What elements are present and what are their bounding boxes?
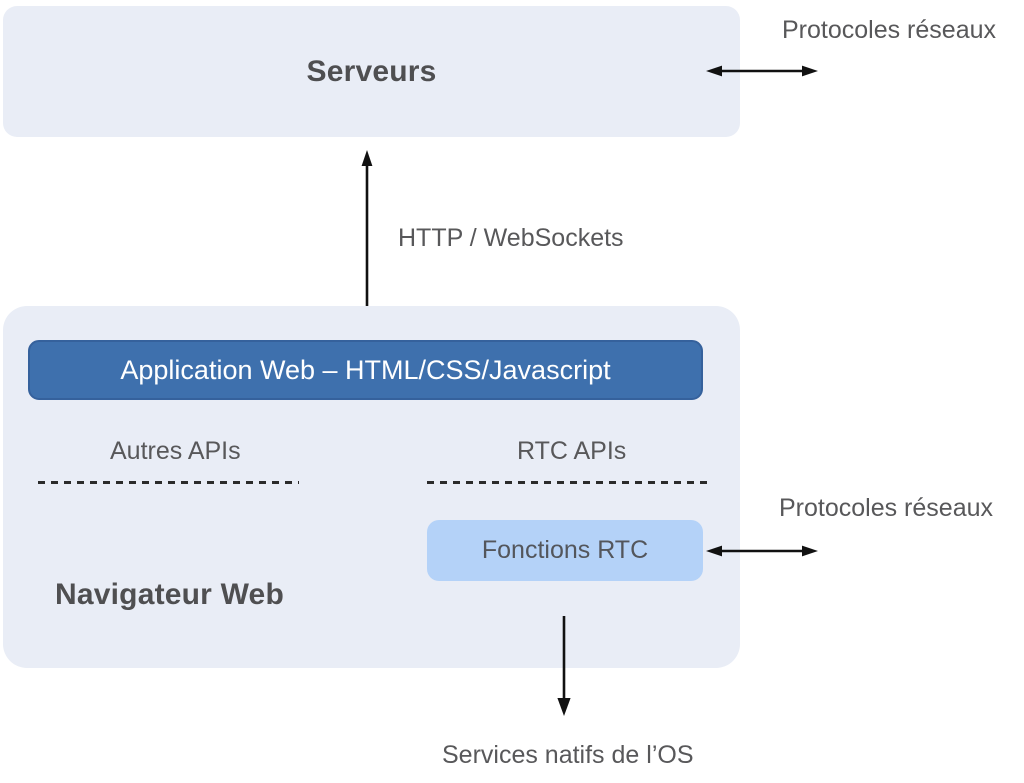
servers-box: Serveurs [3,6,740,137]
rtc-functions-box: Fonctions RTC [427,520,703,581]
browser-title-label: Navigateur Web [55,578,284,611]
rtc-functions-label: Fonctions RTC [481,536,649,564]
network-protocols-bottom-label: Protocoles réseaux [779,494,994,522]
network-protocols-top-label: Protocoles réseaux [782,16,997,44]
servers-label: Serveurs [306,54,437,88]
web-application-bar-label: Application Web – HTML/CSS/Javascript [120,354,611,385]
servers-network-double-arrow-icon [706,65,818,77]
http-websockets-label: HTTP / WebSockets [398,224,624,252]
web-application-bar: Application Web – HTML/CSS/Javascript [28,340,703,400]
rtc-apis-label: RTC APIs [517,437,627,465]
rtc-apis-divider [427,481,708,484]
other-apis-divider [38,481,299,484]
os-native-services-label: Services natifs de l’OS [442,741,694,769]
rtc-os-down-arrow-icon [557,616,571,716]
http-websockets-double-arrow-icon [361,150,373,330]
rtc-network-double-arrow-icon [706,545,818,557]
other-apis-label: Autres APIs [110,437,241,465]
